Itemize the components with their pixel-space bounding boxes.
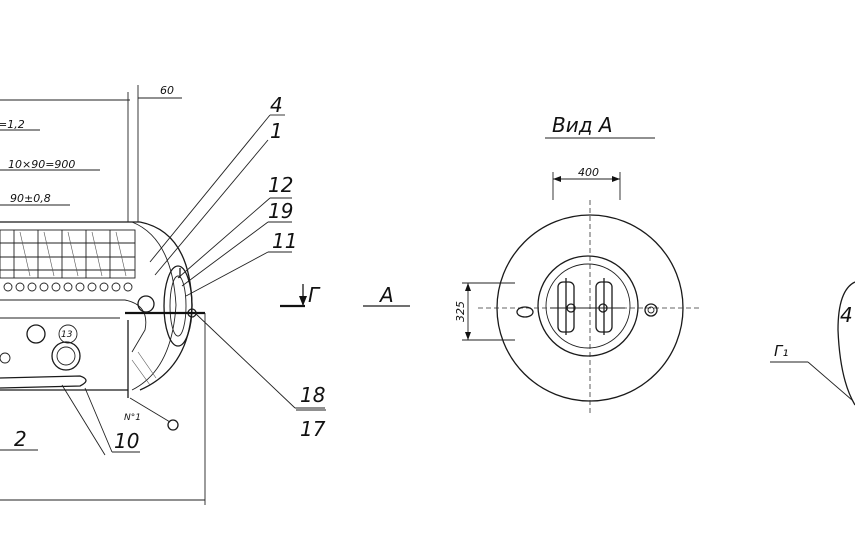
callout-17: 17: [300, 417, 326, 441]
callout-1: 1: [270, 119, 283, 143]
dim-pitch: 90±0,8: [10, 192, 51, 205]
callout-13: 13: [61, 330, 73, 340]
dim-view-height: 325: [454, 301, 467, 322]
callout-11: 11: [272, 229, 297, 253]
callout-19: 19: [268, 199, 293, 223]
dim-pitch-tolerance: =1,2: [0, 118, 25, 131]
right-fragment: [770, 281, 855, 406]
manhole: [51, 341, 81, 371]
view-title: Вид А: [552, 113, 613, 137]
right-callout-4: 4: [840, 303, 853, 327]
section-label: Г: [308, 283, 321, 307]
dim-pitch-total: 10×90=900: [8, 158, 75, 171]
callout-10: 10: [114, 429, 139, 453]
tube-bundle: [0, 229, 136, 279]
callout-18: 18: [300, 383, 325, 407]
dim-top-offset: 60: [160, 84, 174, 97]
flange-assembly: [125, 265, 205, 347]
tank-side-view: [0, 221, 205, 431]
closure-lugs: [550, 278, 625, 335]
end-view-a: [462, 137, 700, 415]
view-arrow-label: А: [378, 283, 394, 307]
section-mark: [280, 284, 307, 308]
right-fragment-label: Г₁: [774, 342, 788, 360]
callout-13-bubble: [58, 324, 78, 344]
note-n1: N°1: [124, 413, 141, 423]
tube-ends-row: [3, 282, 133, 292]
leader-lines: [61, 114, 325, 456]
callout-12: 12: [268, 173, 293, 197]
dim-view-width: 400: [578, 166, 599, 179]
callout-2: 2: [14, 427, 27, 451]
dimension-lines: [0, 85, 206, 505]
callout-4: 4: [270, 93, 283, 117]
